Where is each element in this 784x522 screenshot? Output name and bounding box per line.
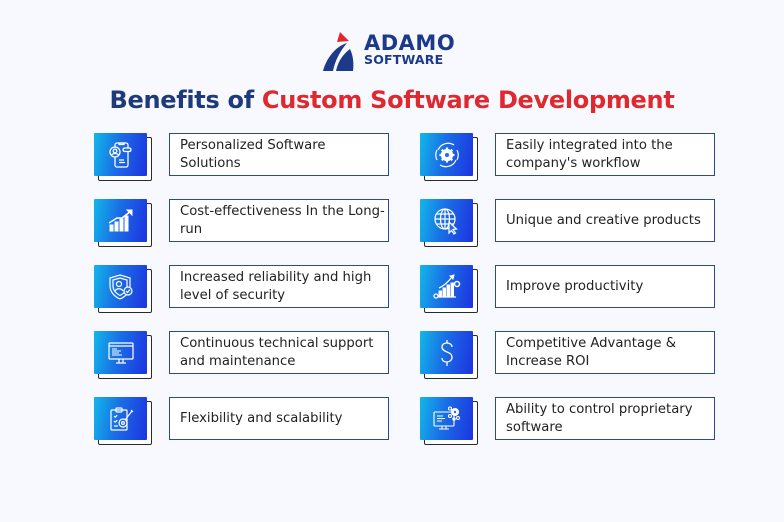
benefit-item: Increased reliability and high level of … <box>94 265 394 313</box>
icon-tile <box>420 133 478 181</box>
benefit-item: Personalized Software Solutions <box>94 133 394 181</box>
icon-tile <box>94 199 152 247</box>
productivity-chart-icon <box>432 273 460 299</box>
benefit-item: Ability to control proprietary software <box>420 397 720 445</box>
benefit-label: Easily integrated into the company's wor… <box>495 133 715 176</box>
security-shield-icon <box>108 273 133 300</box>
icon-tile <box>420 265 478 313</box>
dollar-icon <box>440 339 453 366</box>
benefit-label: Flexibility and scalability <box>169 397 389 440</box>
mobile-profile-icon <box>108 141 132 168</box>
gear-cycle-icon <box>434 142 459 167</box>
monitor-gears-icon <box>432 405 460 430</box>
benefit-item: Easily integrated into the company's wor… <box>420 133 720 181</box>
logo-text-adamo: ADAMO <box>364 31 456 55</box>
benefit-item: Cost-effectiveness In the Long-run <box>94 199 394 247</box>
benefit-label: Cost-effectiveness In the Long-run <box>169 199 389 242</box>
logo-mark-icon <box>323 32 354 71</box>
growth-chart-icon <box>108 209 132 231</box>
benefit-item: Improve productivity <box>420 265 720 313</box>
adamo-logo: ADAMO SOFTWARE <box>320 30 470 72</box>
benefit-label: Personalized Software Solutions <box>169 133 389 176</box>
benefit-item: Competitive Advantage & Increase ROI <box>420 331 720 379</box>
logo-text-software: SOFTWARE <box>364 52 444 67</box>
globe-cursor-icon <box>433 207 458 235</box>
title-part-benefits: Benefits of <box>109 86 262 114</box>
clipboard-gear-icon <box>109 406 133 431</box>
icon-tile <box>94 331 152 379</box>
icon-tile <box>94 265 152 313</box>
benefit-item: Unique and creative products <box>420 199 720 247</box>
page-title: Benefits of Custom Software Development <box>0 84 784 116</box>
benefit-item: Flexibility and scalability <box>94 397 394 445</box>
benefit-label: Unique and creative products <box>495 199 715 242</box>
monitor-code-icon <box>107 341 134 364</box>
icon-tile <box>420 331 478 379</box>
icon-tile <box>420 199 478 247</box>
benefit-item: Continuous technical support and mainten… <box>94 331 394 379</box>
benefit-label: Improve productivity <box>495 265 715 308</box>
icon-tile <box>420 397 478 445</box>
icon-tile <box>94 397 152 445</box>
benefit-label: Ability to control proprietary software <box>495 397 715 440</box>
benefit-label: Competitive Advantage & Increase ROI <box>495 331 715 374</box>
benefit-label: Continuous technical support and mainten… <box>169 331 389 374</box>
benefit-label: Increased reliability and high level of … <box>169 265 389 308</box>
title-part-custom-software: Custom Software Development <box>261 86 675 114</box>
icon-tile <box>94 133 152 181</box>
